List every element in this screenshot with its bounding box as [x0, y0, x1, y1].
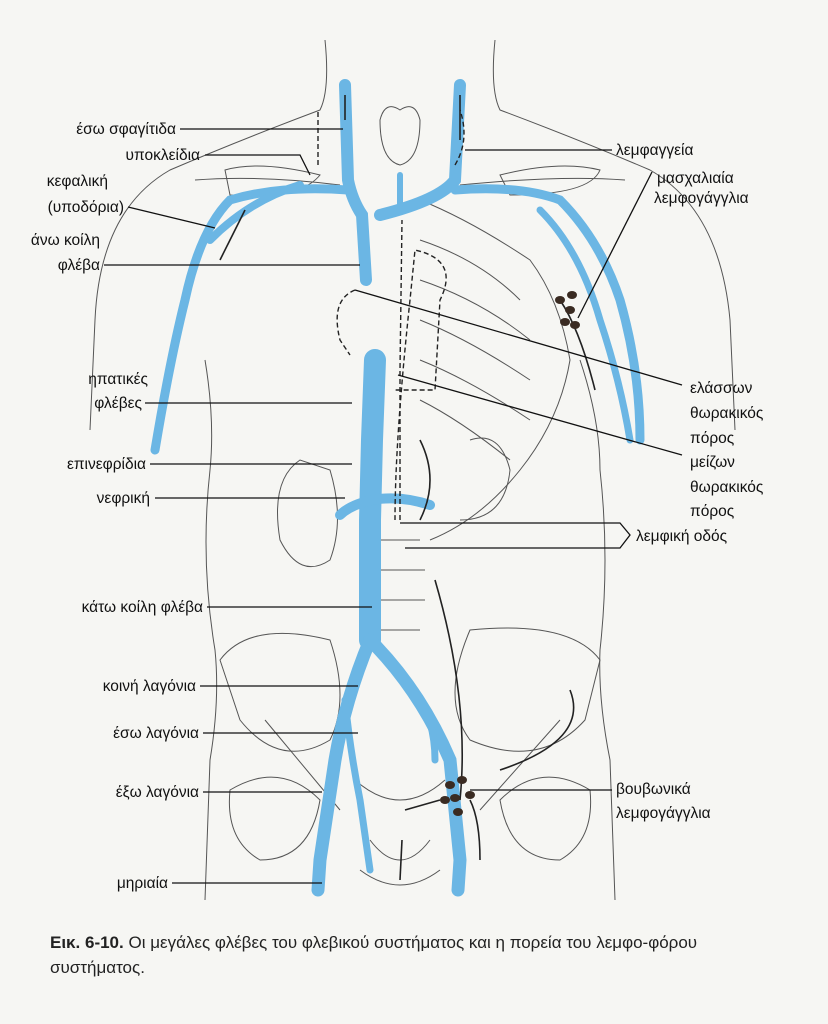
label-hepatic: ηπατικές [88, 371, 148, 388]
label-cephalic: κεφαλική [47, 173, 108, 190]
label-right-lymphatic-duct: ελάσσων [690, 380, 753, 397]
label-adrenal: επινεφρίδια [67, 456, 146, 473]
label-axillary: μασχαλιαία [657, 170, 734, 187]
left-labels: έσω σφαγίτιδα υποκλείδια κεφαλική (υποδό… [31, 121, 203, 892]
label-inguinal-nodes: λεμφογάγγλια [616, 805, 711, 822]
figure-caption: Εικ. 6-10. Οι μεγάλες φλέβες του φλεβικο… [50, 930, 790, 980]
lymph-nodes [440, 291, 580, 816]
label-internal-iliac: έσω λαγόνια [113, 725, 199, 742]
lymphatic-ducts [219, 95, 596, 881]
caption-number: Εικ. 6-10. [50, 933, 124, 952]
right-labels: λεμφαγγεία μασχαλιαία λεμφογάγγλια ελάσσ… [616, 142, 763, 822]
label-lymph-path: λεμφική οδός [636, 528, 727, 545]
label-thoracic-duct-2: θωρακικός [690, 479, 763, 496]
label-thoracic-duct: μείζων [690, 454, 735, 471]
label-internal-jugular: έσω σφαγίτιδα [76, 121, 176, 138]
label-inguinal: βουβωνικά [616, 781, 691, 798]
label-common-iliac: κοινή λαγόνια [103, 678, 196, 695]
label-right-lymphatic-duct-3: πόρος [690, 430, 734, 447]
veins [150, 79, 645, 897]
label-external-iliac: έξω λαγόνια [116, 784, 199, 801]
label-subclavian: υποκλείδια [126, 147, 200, 164]
leader-lines [104, 128, 683, 884]
caption-text: Οι μεγάλες φλέβες του φλεβικού συστήματο… [50, 933, 698, 977]
label-inferior-vena-cava: κάτω κοίλη φλέβα [82, 599, 203, 616]
label-thoracic-duct-3: πόρος [690, 503, 734, 520]
label-superior-vena-cava-2: φλέβα [58, 257, 100, 274]
label-hepatic-2: φλέβες [94, 395, 142, 412]
label-renal: νεφρική [97, 490, 150, 507]
label-femoral: μηριαία [117, 875, 168, 892]
label-cephalic-subcutaneous: (υποδόρια) [48, 199, 124, 216]
label-axillary-nodes: λεμφογάγγλια [654, 190, 749, 207]
label-right-lymphatic-duct-2: θωρακικός [690, 405, 763, 422]
body-outline [89, 39, 736, 901]
label-superior-vena-cava: άνω κοίλη [31, 232, 100, 249]
label-lymphatics: λεμφαγγεία [616, 142, 693, 159]
